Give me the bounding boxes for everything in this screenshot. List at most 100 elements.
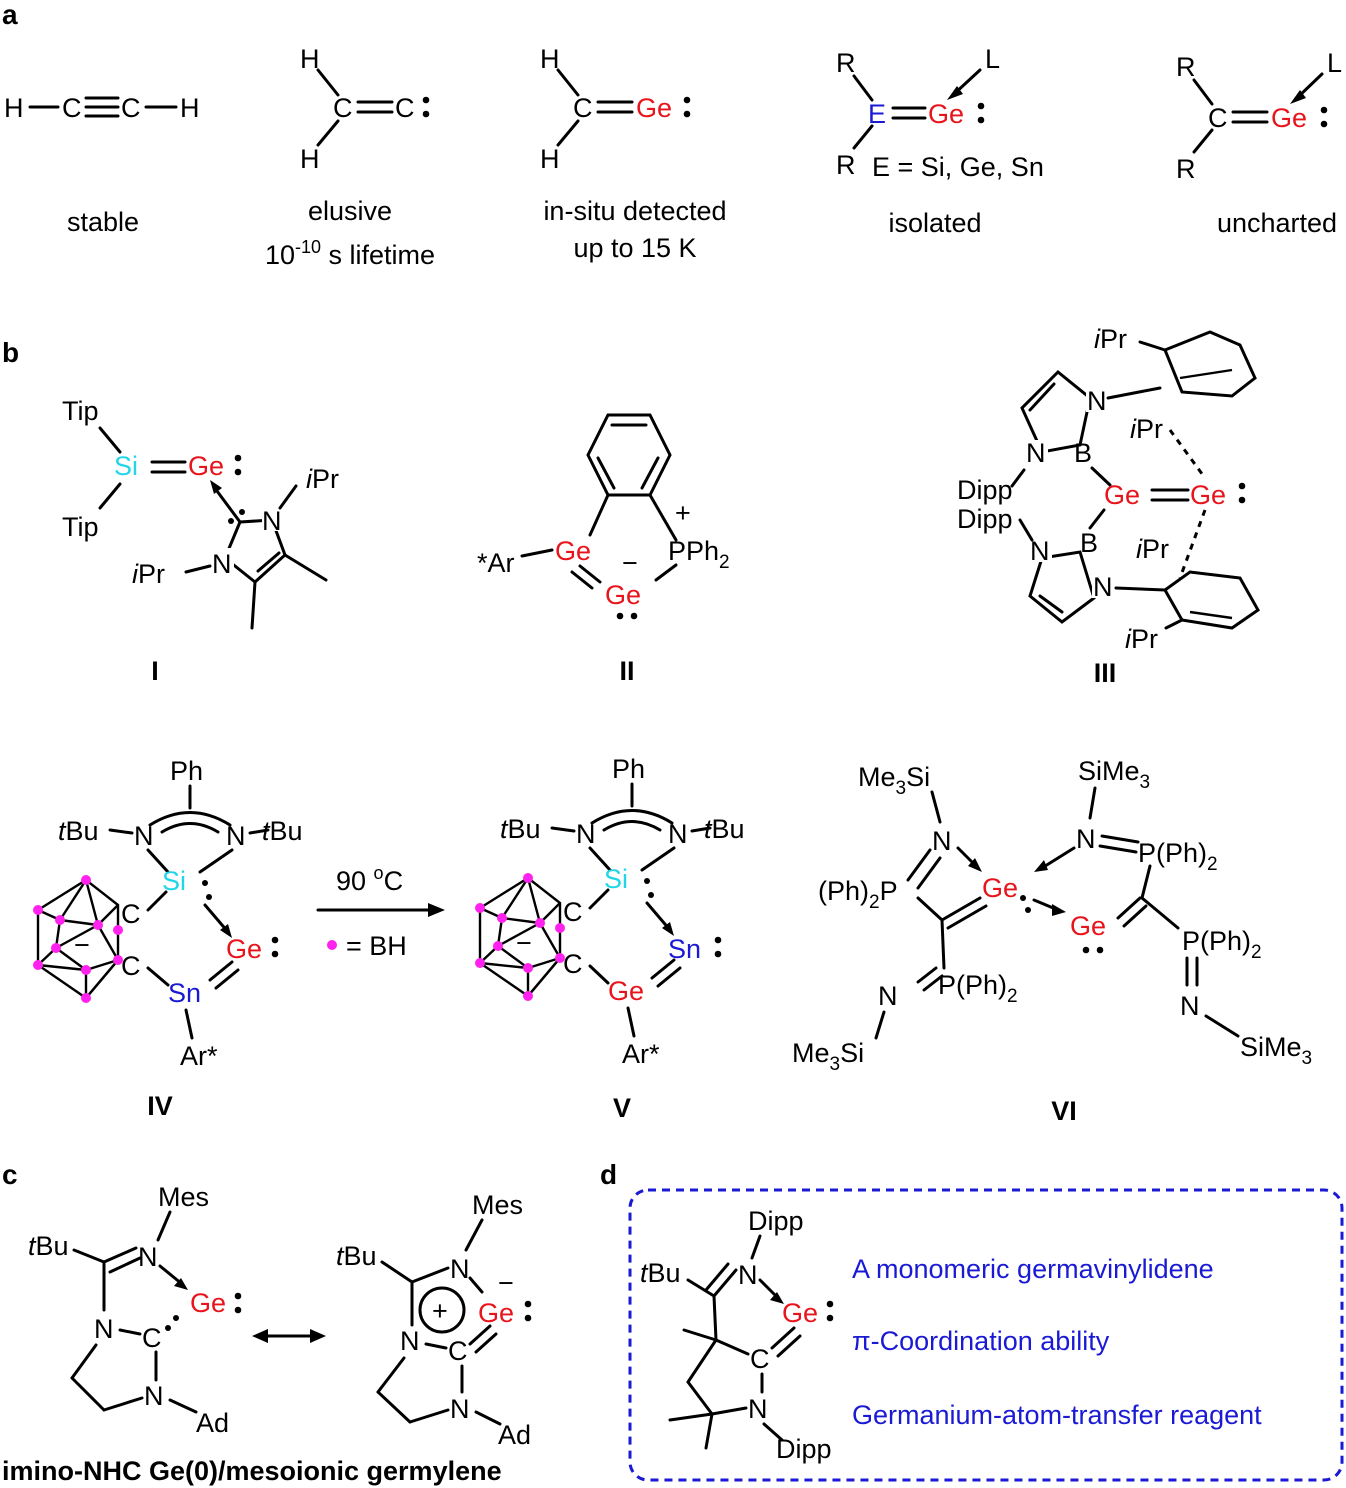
compound-i: Tip Tip Si Ge N N iPr iPr: [62, 396, 339, 630]
atom-ge: Ge: [782, 1298, 818, 1328]
atom-ge: Ge: [1190, 480, 1226, 510]
tbu-substituent: tBu: [336, 1241, 377, 1271]
atom-c: C: [573, 93, 593, 123]
caption-lifetime: 10-10 s lifetime: [265, 237, 435, 270]
caption-isolated: isolated: [888, 208, 981, 238]
atom-n: N: [1180, 991, 1200, 1021]
caption-detected: in-situ detected: [543, 196, 726, 226]
plus-charge: +: [432, 1296, 448, 1326]
panel-c-caption: imino-NHC Ge(0)/mesoionic germylene: [2, 1456, 502, 1486]
atom-c: C: [121, 93, 141, 123]
minus-charge: −: [74, 930, 90, 960]
aromatic-cation-ring: [418, 1286, 466, 1334]
ipr-substituent: iPr: [1130, 414, 1163, 444]
compound-iv: Ph N N tBu tBu Si Ge C C Sn: [33, 756, 303, 1071]
feature-pi-coordination: π-Coordination ability: [852, 1326, 1110, 1356]
atom-n: N: [738, 1260, 758, 1290]
plus-charge: +: [675, 498, 691, 528]
atom-n: N: [226, 821, 246, 851]
atom-l: L: [1327, 48, 1342, 78]
dipp-substituent: Dipp: [957, 475, 1013, 505]
sime3-substituent: SiMe3: [1240, 1032, 1312, 1069]
ipr-substituent: iPr: [1094, 324, 1127, 354]
atom-c: C: [563, 949, 583, 979]
caption-temperature: up to 15 K: [573, 233, 696, 263]
panel-c: c Mes N tBu Ge N C N Ad: [2, 1159, 532, 1486]
atom-si: Si: [114, 451, 138, 481]
atom-ge: Ge: [928, 99, 964, 129]
atom-ge: Ge: [636, 93, 672, 123]
tbu-substituent: tBu: [640, 1258, 681, 1288]
pph2-group: P(Ph)2: [1182, 926, 1262, 963]
compound-iii: iPr N N B iPr Dipp Ge Ge Dipp: [957, 324, 1260, 654]
atom-r: R: [836, 150, 856, 180]
ph-substituent: Ph: [612, 754, 645, 784]
atom-c: C: [448, 1336, 468, 1366]
imino-nhc-structure: Mes N tBu Ge N C N Ad: [28, 1182, 242, 1438]
atom-n: N: [212, 549, 232, 579]
acetylene-structure: H C C H: [4, 93, 200, 123]
atom-c: C: [563, 897, 583, 927]
atom-c: C: [750, 1344, 770, 1374]
atom-h: H: [300, 44, 320, 74]
atom-n: N: [134, 821, 154, 851]
atom-n: N: [450, 1394, 470, 1424]
atom-n: N: [450, 1254, 470, 1284]
atom-ge: Ge: [555, 536, 591, 566]
caption-uncharted: uncharted: [1217, 208, 1337, 238]
mesoionic-structure: Mes N tBu Ge − N C + N Ad: [336, 1190, 532, 1450]
compound-ii: + Ge *Ar PPh2 − Ge: [477, 413, 730, 620]
dipp-substituent: Dipp: [776, 1434, 832, 1464]
panel-a: a H C C H stable H H C C elusive 10-10: [2, 0, 1342, 270]
ad-substituent: Ad: [498, 1420, 531, 1450]
ipr-substituent: iPr: [1136, 534, 1169, 564]
ar-substituent: Ar*: [180, 1041, 218, 1071]
atom-b: B: [1074, 438, 1092, 468]
minus-charge: −: [516, 928, 532, 958]
atom-c: C: [142, 1323, 162, 1353]
ar-substituent: Ar*: [622, 1039, 660, 1069]
atom-h: H: [180, 93, 200, 123]
carborane-cage: −: [33, 875, 123, 1003]
compound-label-vi: VI: [1051, 1096, 1077, 1126]
feature-monomeric: A monomeric germavinylidene: [852, 1254, 1214, 1284]
atom-n: N: [1030, 536, 1050, 566]
caption-elusive: elusive: [308, 196, 392, 226]
atom-h: H: [4, 93, 24, 123]
atom-n: N: [878, 981, 898, 1011]
atom-n: N: [932, 826, 952, 856]
atom-c: C: [333, 93, 353, 123]
atom-ge: Ge: [478, 1298, 514, 1328]
atom-h: H: [300, 144, 320, 174]
atom-r: R: [1176, 52, 1196, 82]
heavy-analog-structure: R R E Ge L: [836, 44, 1000, 180]
germavinylidene-structure: Dipp N tBu Ge C N Dipp: [640, 1206, 834, 1464]
panel-label-a: a: [2, 0, 18, 30]
reaction-condition: 90 oC: [336, 863, 403, 896]
atom-n: N: [262, 506, 282, 536]
atom-n: N: [576, 819, 596, 849]
tbu-substituent: tBu: [58, 816, 99, 846]
atom-n: N: [1093, 572, 1113, 602]
atom-r: R: [836, 48, 856, 78]
atom-n: N: [748, 1394, 768, 1424]
pph2-group: P(Ph)2: [1138, 838, 1218, 875]
atom-ge: Ge: [1271, 103, 1307, 133]
compound-vi: Me3Si N (Ph)2P Ge P(Ph)2 N Me3Si Ge: [792, 756, 1312, 1075]
me3si-substituent: Me3Si: [792, 1038, 864, 1075]
minus-charge: −: [622, 548, 638, 578]
parent-germavinylidene-structure: H H C Ge: [540, 44, 691, 174]
dipp-substituent: Dipp: [748, 1206, 804, 1236]
atom-sn: Sn: [168, 978, 201, 1008]
ar-substituent: *Ar: [477, 548, 515, 578]
compound-label-v: V: [613, 1093, 631, 1123]
atom-n: N: [138, 1242, 158, 1272]
ph-substituent: Ph: [170, 756, 203, 786]
ph2p-group: (Ph)2P: [818, 876, 898, 913]
atom-n: N: [1026, 438, 1046, 468]
atom-e: E: [868, 99, 886, 129]
atom-n: N: [94, 1314, 114, 1344]
pph2-group: P(Ph)2: [938, 970, 1018, 1007]
mes-substituent: Mes: [158, 1182, 209, 1212]
